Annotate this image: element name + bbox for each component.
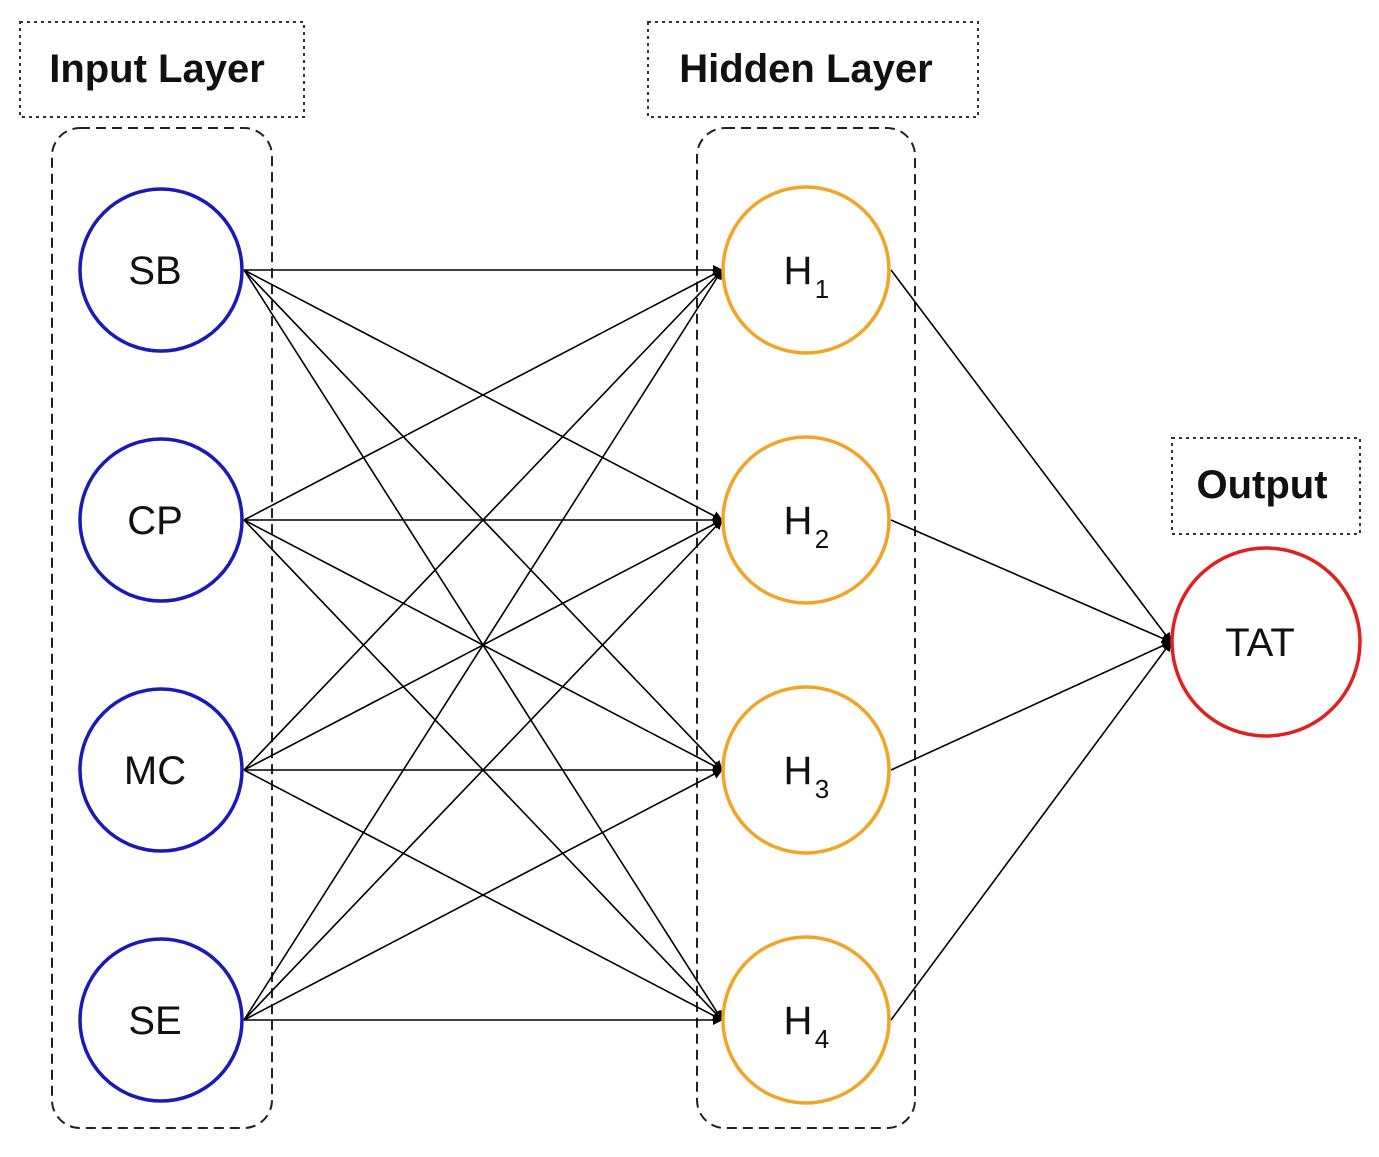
hidden-layer-label: Hidden Layer [679, 47, 932, 91]
node-label-h1: H [784, 249, 813, 293]
edge-h1-to-tat [890, 269, 1172, 643]
edge-se-to-h3 [243, 769, 723, 1021]
node-circle-tat [1170, 546, 1362, 738]
node-label-h2: H [784, 499, 813, 543]
edge-h2-to-tat [890, 519, 1172, 643]
output-layer-title: Output [1171, 437, 1361, 535]
node-circle-mc [78, 687, 244, 853]
node-label-tat: TAT [1225, 621, 1295, 665]
edge-se-to-h1 [243, 269, 723, 1021]
hidden-layer-title: Hidden Layer [647, 21, 979, 118]
node-label-sb: SB [128, 249, 181, 293]
node-tat: TAT [1170, 546, 1362, 738]
input-layer-group [51, 127, 273, 1129]
node-se: SE [78, 937, 244, 1103]
edge-mc-to-h1 [243, 269, 723, 771]
node-circle-h2 [721, 435, 891, 605]
node-circle-se [78, 937, 244, 1103]
node-label-h4: H [784, 999, 813, 1043]
node-circle-h1 [721, 185, 891, 355]
node-subscript-h2: 2 [815, 524, 829, 554]
node-circle-h3 [721, 685, 891, 855]
node-sb: SB [78, 187, 244, 353]
node-subscript-h4: 4 [815, 1024, 829, 1054]
edges-layer [243, 265, 1172, 1025]
node-mc: MC [78, 687, 244, 853]
node-label-h3: H [784, 749, 813, 793]
node-label-mc: MC [124, 749, 186, 793]
edge-h4-to-tat [890, 641, 1172, 1021]
input-layer-title: Input Layer [19, 21, 305, 118]
node-subscript-h3: 3 [815, 774, 829, 804]
edge-h3-to-tat [890, 641, 1172, 771]
node-cp: CP [78, 437, 244, 603]
node-circle-sb [78, 187, 244, 353]
node-label-se: SE [128, 999, 181, 1043]
hidden-layer-group [696, 127, 916, 1129]
node-label-cp: CP [127, 499, 183, 543]
node-circle-h4 [721, 935, 891, 1105]
edge-cp-to-h1 [243, 269, 723, 521]
node-subscript-h1: 1 [815, 274, 829, 304]
output-layer-label: Output [1196, 463, 1327, 507]
input-layer-label: Input Layer [49, 47, 265, 91]
edge-se-to-h2 [243, 519, 723, 1021]
node-circle-cp [78, 437, 244, 603]
